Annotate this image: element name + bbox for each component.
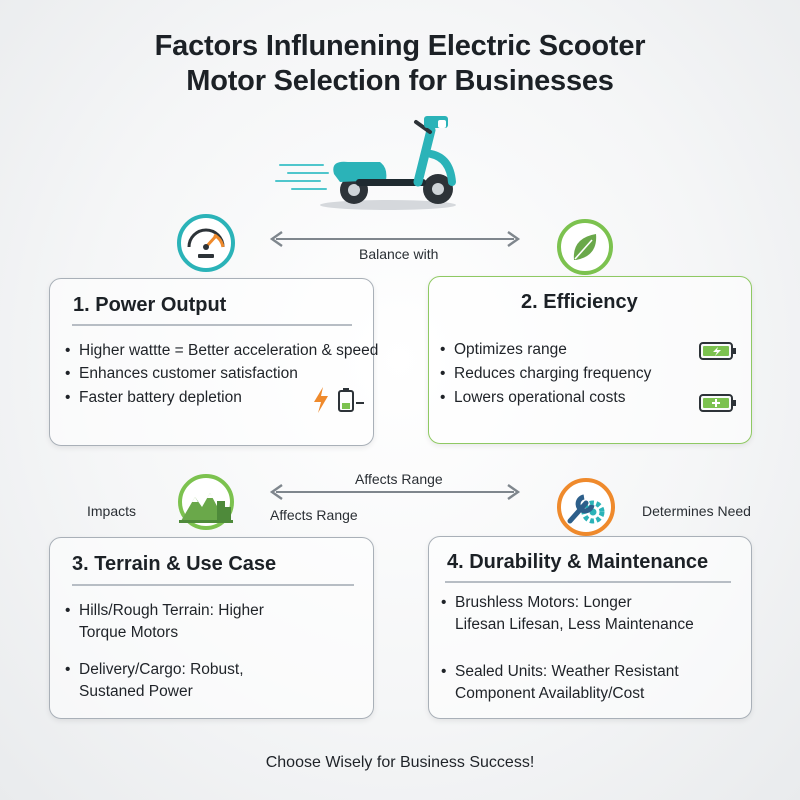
terrain-use-case-card: 3. Terrain & Use Case •Hills/Rough Terra… [49,537,374,719]
balance-label: Balance with [359,246,439,262]
charging-battery-icon [699,342,736,360]
efficiency-bullet-1: •Optimizes range [440,341,567,358]
durability-bullet-2: •Sealed Units: Weather Resistant Compone… [441,663,679,702]
page-title-line-1: Factors Influnening Electric Scooter [154,30,646,62]
power-bullet-1: •Higher wattte = Better acceleration & s… [65,342,379,359]
durability-bullet-1: •Brushless Motors: Longer Lifesan Lifesa… [441,594,694,633]
power-bullet-2: •Enhances customer satisfaction [65,365,298,382]
speedometer-icon [177,214,235,272]
durability-title: 4. Durability & Maintenance [447,551,709,573]
efficiency-bullet-2: •Reduces charging frequency [440,365,652,382]
terrain-bullet-1: •Hills/Rough Terrain: Higher Torque Moto… [65,602,264,641]
efficiency-card: 2. Efficiency •Optimizes range •Reduces … [428,276,752,444]
wrench-gear-icon [557,478,615,536]
terrain-title: 3. Terrain & Use Case [72,553,277,575]
mountain-city-icon [178,474,234,530]
page-title-line-2: Motor Selection for Businesses [186,65,614,97]
footer-tagline: Choose Wisely for Business Success! [265,754,535,771]
terrain-bullet-2: •Delivery/Cargo: Robust, Sustaned Power [65,661,244,700]
durability-maintenance-card: 4. Durability & Maintenance •Brushless M… [428,536,752,719]
balance-arrow [269,231,521,247]
affects-range-label-lower: Affects Range [270,507,358,523]
power-output-card: 1. Power Output •Higher wattte = Better … [49,278,378,446]
leaf-icon [557,219,613,275]
lightning-bolt-icon [314,387,328,413]
efficiency-title: 2. Efficiency [521,291,638,313]
power-bullet-3: •Faster battery depletion [65,389,242,406]
impacts-label: Impacts [87,503,137,519]
electric-scooter-icon [275,116,456,210]
determines-need-label: Determines Need [642,503,751,519]
affects-range-label-upper: Affects Range [355,471,443,487]
efficiency-bullet-3: •Lowers operational costs [440,389,626,406]
full-battery-icon [699,394,736,412]
power-output-title: 1. Power Output [73,294,227,316]
low-battery-icon [338,388,364,412]
affects-range-arrow [269,484,521,500]
